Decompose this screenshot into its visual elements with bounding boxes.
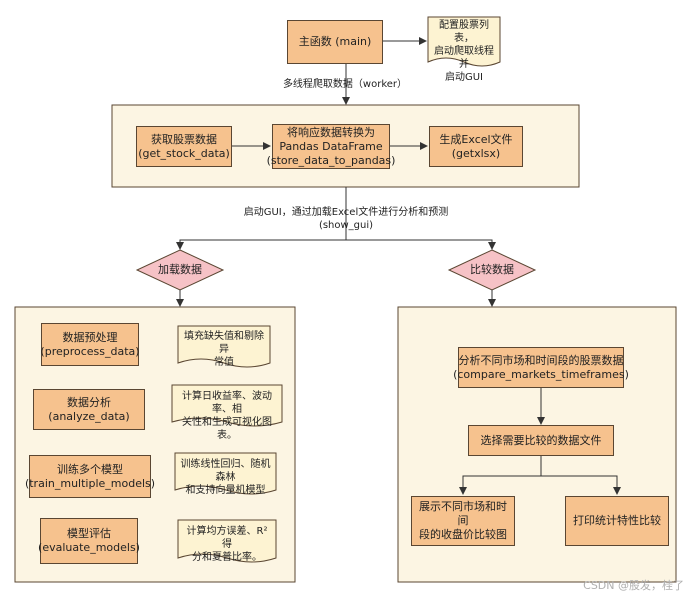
main-note: 配置股票列表， 启动爬取线程并 启动GUI [434,20,494,83]
preprocess-note: 填充缺失值和剔除异 常值 [184,331,264,368]
preprocess-node: 数据预处理 (preprocess_data) [40,323,140,366]
getxlsx-node: 生成Excel文件 (getxlsx) [429,126,523,167]
arrow-split-left [176,239,346,250]
main-note-shape [427,16,501,67]
train-note-shape [174,452,277,495]
arrow-select-to-stats [541,475,621,495]
arrow-select-to-chart [459,456,542,495]
watermark: CSDN @股发，桂了 [583,579,684,592]
evaluate-node: 模型评估 (evaluate_models) [38,518,140,564]
main-node: 主函数 (main) [287,20,383,64]
decision-compare-label: 比较数据 [470,263,514,276]
show-gui-label: 启动GUI，通过加载Excel文件进行分析和预测 (show_gui) [243,207,449,231]
analyze-note-shape [171,384,283,427]
decision-load-label: 加载数据 [158,263,202,276]
worker-label: 多线程爬取数据（worker） [282,79,408,90]
analyze-note: 计算日收益率、波动率、相 关性和生成可视化图表。 [182,391,272,441]
train-note: 训练线性回归、随机森林 和支持向量机模型 [180,459,271,496]
compare-timeframes-node: 分析不同市场和时间段的股票数据 (compare_markets_timefra… [453,347,629,388]
to-pandas-node: 将响应数据转换为 Pandas DataFrame (store_data_to… [267,124,395,169]
select-files-node: 选择需要比较的数据文件 [468,425,614,456]
analyze-node: 数据分析 (analyze_data) [33,389,145,430]
show-chart-node: 展示不同市场和时间 段的收盘价比较图 [411,496,515,546]
evaluate-note: 计算均方误差、R²得 分和夏普比率。 [186,526,268,563]
preprocess-note-shape [177,325,271,368]
train-node: 训练多个模型 (train_multiple_models) [25,455,155,498]
evaluate-note-shape [177,519,277,563]
get-stock-node: 获取股票数据 (get_stock_data) [136,126,232,167]
arrow-split-right [346,239,496,250]
print-stats-node: 打印统计特性比较 [565,496,669,546]
